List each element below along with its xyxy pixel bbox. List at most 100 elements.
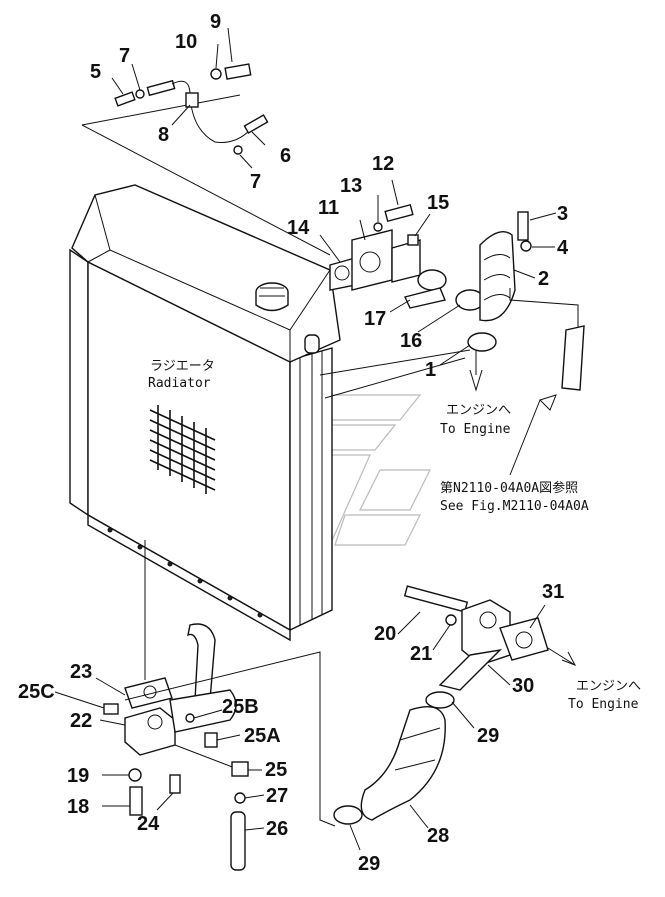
part-7-washer-lower <box>233 145 243 155</box>
callout-15: 15 <box>427 192 449 214</box>
part-19-washer <box>128 768 142 782</box>
callout-25a: 25A <box>244 725 281 747</box>
callout-25: 25 <box>265 759 287 781</box>
annotation-notes: エンジンへ To Engine 第N2110-04A0A図参照 See Fig.… <box>440 403 641 712</box>
part-2-hose <box>479 231 516 322</box>
radiator-assembly: ラジエータ Radiator <box>69 184 341 642</box>
part-31-gasket <box>499 617 549 661</box>
callout-7b: 7 <box>250 171 261 193</box>
part-1-clamp <box>467 332 497 352</box>
callout-5: 5 <box>90 61 101 83</box>
part-29-clamp-upper <box>425 691 455 709</box>
callout-30: 30 <box>512 675 534 697</box>
part-4-washer <box>520 240 532 252</box>
callout-6: 6 <box>280 145 291 167</box>
callout-29-lower: 29 <box>358 853 380 875</box>
radiator-top-tank <box>71 184 341 363</box>
callout-numbers: 5 7 9 10 8 6 7 12 13 15 11 14 3 4 2 17 1… <box>18 11 569 875</box>
part-9-bolt <box>224 63 252 80</box>
part-24-bolt <box>169 774 181 794</box>
callout-25b: 25B <box>222 696 259 718</box>
part-11-body <box>391 239 421 283</box>
sensor-harness-group <box>81 63 331 256</box>
callout-9: 9 <box>210 11 221 33</box>
part-13-washer <box>373 222 383 232</box>
callout-27: 27 <box>266 785 288 807</box>
radiator-left-frame <box>69 248 89 517</box>
part-11-elbow <box>351 229 393 291</box>
radiator-label-ja: ラジエータ <box>150 359 215 374</box>
part-17-clamp-upper <box>417 269 447 291</box>
callout-24: 24 <box>137 813 160 835</box>
callout-29-upper: 29 <box>477 725 499 747</box>
part-14-gasket <box>329 257 356 291</box>
part-8-clamp <box>185 92 199 108</box>
callout-1: 1 <box>425 359 436 381</box>
callout-17: 17 <box>364 308 386 330</box>
drain-valve-group <box>103 540 249 871</box>
part-25c-plug <box>103 703 119 715</box>
to-engine-lower-en: To Engine <box>568 697 639 712</box>
callout-leaders <box>54 27 557 851</box>
to-engine-lower-ja: エンジンへ <box>576 679 641 694</box>
callout-18: 18 <box>67 796 89 818</box>
callout-25c: 25C <box>18 681 55 703</box>
part-20-bolt <box>403 585 469 613</box>
radiator-bottom-bolts <box>107 527 263 618</box>
callout-22: 22 <box>70 710 92 732</box>
part-25a-plug <box>204 732 218 748</box>
part-17-strap <box>404 287 446 309</box>
callout-10: 10 <box>175 31 197 53</box>
part-23-gasket <box>124 677 173 709</box>
part-hose-stub <box>187 623 216 701</box>
part-7-washer-upper <box>135 89 145 99</box>
part-21-washer <box>445 614 457 626</box>
callout-16: 16 <box>400 330 422 352</box>
callout-8: 8 <box>158 124 169 146</box>
part-30-hose-neck <box>438 648 503 691</box>
callout-7a: 7 <box>119 45 130 67</box>
radiator-right-frame <box>289 347 333 632</box>
to-engine-upper-ja: エンジンへ <box>446 403 511 418</box>
radiator-core-mesh <box>149 405 216 494</box>
radiator-label-en: Radiator <box>148 376 211 391</box>
part-5-connector <box>114 91 136 107</box>
part-10-washer <box>210 68 222 80</box>
callout-2: 2 <box>538 268 549 290</box>
part-18-bolt <box>129 786 143 816</box>
callout-21: 21 <box>410 643 432 665</box>
callout-3: 3 <box>557 203 568 225</box>
part-6-sensor <box>243 114 269 134</box>
part-26-drain-hose <box>230 811 246 871</box>
callout-13: 13 <box>340 175 362 197</box>
callout-31: 31 <box>542 581 564 603</box>
callout-14: 14 <box>287 217 310 239</box>
lower-hose-group <box>124 585 577 827</box>
see-fig-ja: 第N2110-04A0A図参照 <box>440 480 578 496</box>
callout-20: 20 <box>374 623 396 645</box>
callout-28: 28 <box>427 825 449 847</box>
callout-11: 11 <box>318 197 339 219</box>
to-engine-upper-en: To Engine <box>440 422 511 437</box>
callout-19: 19 <box>67 765 89 787</box>
reference-part <box>561 325 585 391</box>
callout-4: 4 <box>557 237 569 259</box>
see-fig-en: See Fig.M2110-04A0A <box>440 499 589 514</box>
part-25-valve <box>231 761 249 777</box>
part-harness-end <box>146 79 176 97</box>
part-22-block <box>124 707 176 756</box>
upper-hose-group <box>319 203 585 476</box>
part-27-clip <box>234 792 246 804</box>
part-25b-washer <box>185 713 195 723</box>
callout-23: 23 <box>70 661 92 683</box>
callout-26: 26 <box>266 818 288 840</box>
part-12-bolt <box>384 203 414 223</box>
callout-12: 12 <box>372 153 394 175</box>
part-3-bolt <box>517 211 529 241</box>
part-15-plug <box>407 234 419 246</box>
part-29-clamp-lower <box>333 805 363 825</box>
part-28-hose <box>360 706 446 821</box>
part-pipe <box>169 689 237 733</box>
